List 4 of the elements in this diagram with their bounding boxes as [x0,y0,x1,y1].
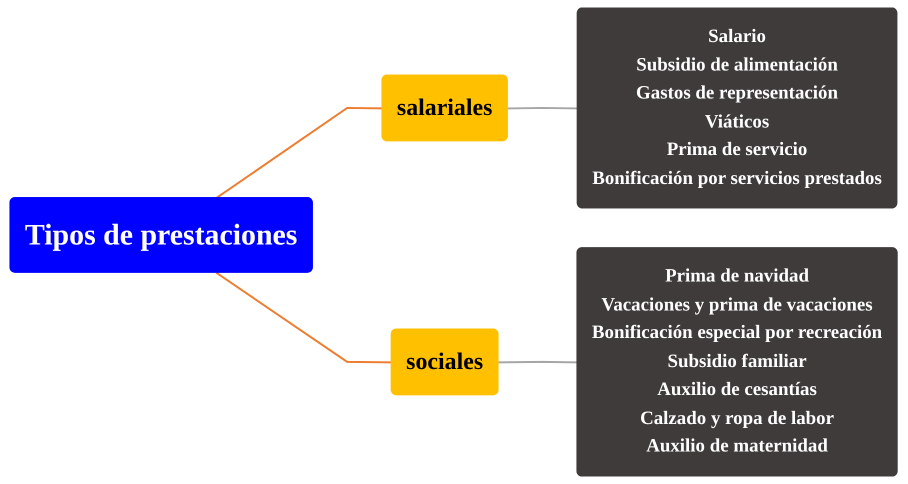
connector [508,106,578,110]
connector [216,272,392,364]
connector [498,360,578,364]
connector [216,106,383,199]
